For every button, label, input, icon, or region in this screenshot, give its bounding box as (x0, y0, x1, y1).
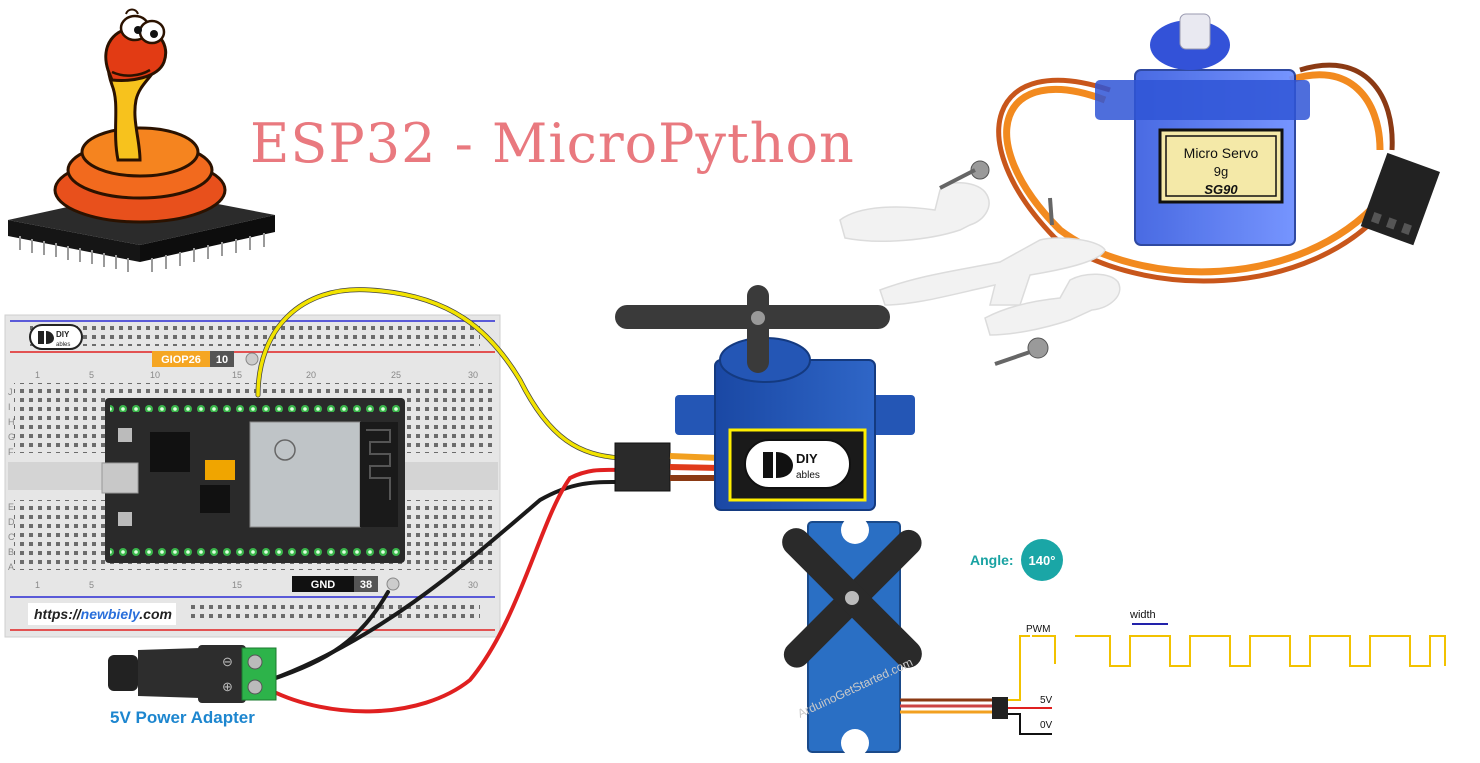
url-suffix: .com (139, 606, 172, 622)
signal-wire (256, 287, 622, 460)
pwm-waveform (1075, 635, 1446, 667)
servo-horn-rotated-icon (782, 528, 922, 668)
column-number: 30 (468, 580, 478, 590)
diyables-logo-icon (763, 452, 793, 478)
column-number: 30 (468, 370, 478, 380)
row-letter: D (8, 517, 15, 527)
adapter-label: 5V Power Adapter (110, 708, 255, 727)
width-label: width (1129, 609, 1156, 621)
diyables-logo: DIY ables (29, 324, 83, 350)
pin-label-signal: GIOP26 10 (152, 351, 259, 367)
row-letter: C (8, 532, 15, 542)
pin-signal-num: 10 (216, 354, 228, 366)
column-number: 5 (89, 370, 94, 380)
power-wire (268, 467, 622, 714)
row-letter: J (8, 387, 13, 397)
pwm-label: PWM (1026, 624, 1050, 635)
0v-label: 0V (1040, 720, 1053, 731)
column-number: 25 (391, 370, 401, 380)
column-number: 15 (232, 580, 242, 590)
row-letter: B (8, 547, 14, 557)
sg90-servo: DIY ables (615, 285, 915, 511)
adapter-plus-icon: ⊕ (222, 679, 233, 694)
angle-value: 140° (1029, 553, 1056, 568)
breadboard: 1 5 10 15 20 25 30 1 5 15 30 J I H G F E… (4, 314, 501, 638)
row-letter: F (8, 447, 14, 457)
servo-logo-brand: DIY (796, 451, 818, 466)
logo-sub: ables (56, 342, 70, 348)
column-number: 15 (232, 370, 242, 380)
column-number: 5 (89, 580, 94, 590)
servo-animation: PWM 5V 0V width Angle: 140° ArduinoGetSt… (782, 516, 1446, 757)
url-prefix: https:// (34, 606, 83, 622)
angle-label: Angle: (970, 552, 1014, 568)
screw-icon (939, 160, 1054, 366)
pin-ground-num: 38 (360, 579, 372, 591)
pin-ground-name: GND (311, 579, 336, 591)
logo-brand: DIY (56, 330, 70, 339)
sg90-servo-photo: Micro Servo 9g SG90 (839, 13, 1440, 366)
page-title: ESP32 - MicroPython (250, 112, 855, 175)
url-domain: newbiely (81, 606, 141, 622)
column-number: 20 (306, 370, 316, 380)
servo-photo-label-line2: 9g (1214, 164, 1228, 179)
servo-photo-model: SG90 (1204, 182, 1238, 197)
pin-signal-name: GIOP26 (161, 354, 201, 366)
row-letter: E (8, 502, 14, 512)
servo-logo-sub: ables (796, 470, 820, 481)
pin-label-ground: GND 38 (292, 576, 400, 592)
servo-connector (614, 442, 721, 492)
column-number: 1 (35, 580, 40, 590)
esp32-board (101, 398, 405, 563)
dc-barrel-jack: ⊖ ⊕ (108, 645, 277, 703)
row-letter: H (8, 417, 15, 427)
url-text: https://newbiely.com (34, 606, 172, 622)
ground-wire-servo (268, 479, 622, 682)
micropython-snake-logo (8, 8, 275, 272)
adapter-minus-icon: ⊖ (222, 654, 233, 669)
servo-photo-label-line1: Micro Servo (1184, 145, 1259, 161)
row-letter: A (8, 562, 14, 572)
row-letter: I (8, 402, 11, 412)
row-letter: G (8, 432, 15, 442)
5v-label: 5V (1040, 695, 1053, 706)
servo-horn-icon (615, 285, 890, 373)
column-number: 10 (150, 370, 160, 380)
column-number: 1 (35, 370, 40, 380)
wires (255, 287, 623, 714)
